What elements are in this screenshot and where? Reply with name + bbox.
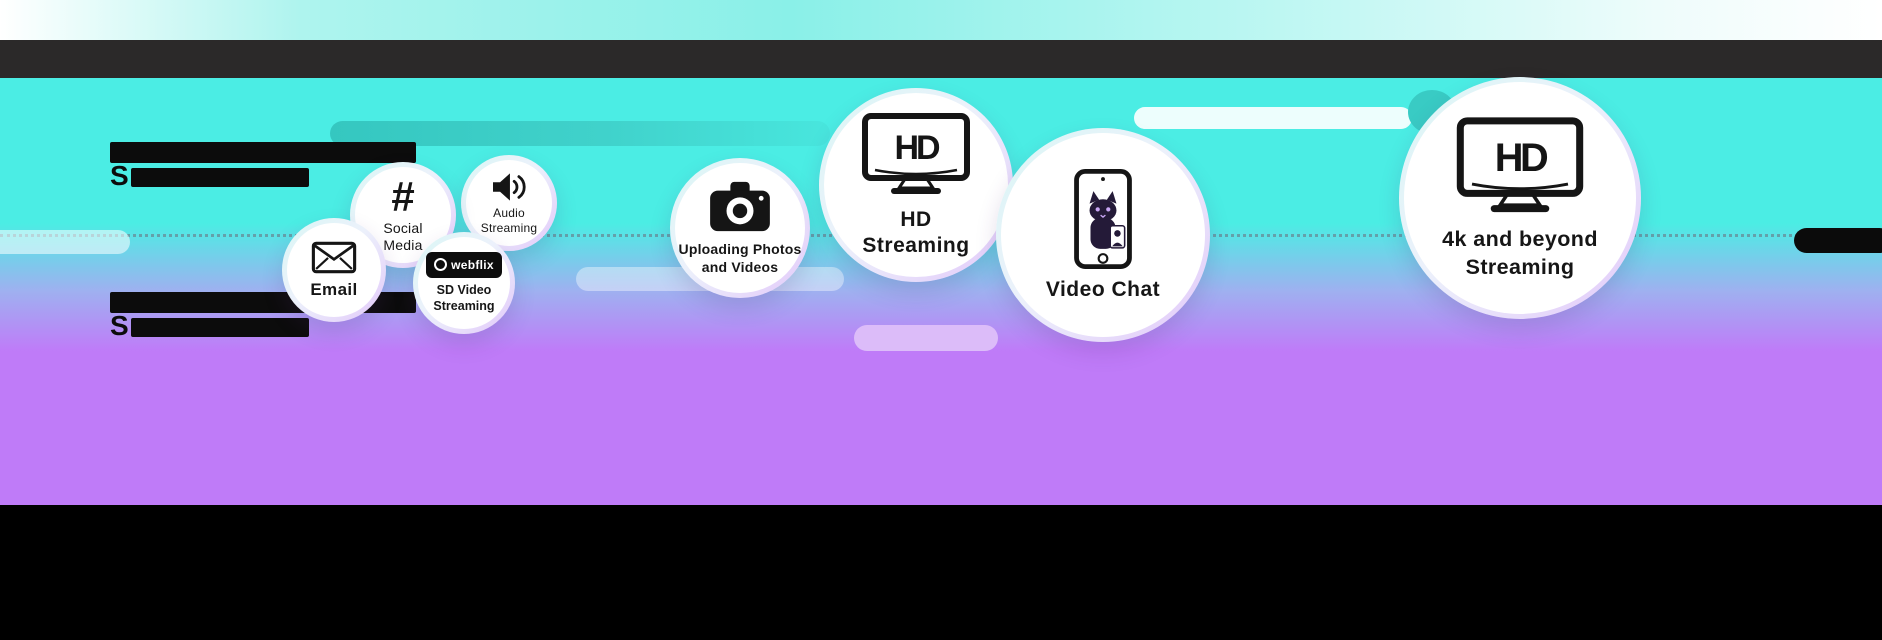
bubble-4k-streaming-inner: HD 4k and beyond Streaming	[1404, 82, 1636, 314]
bubble-label-line: Streaming	[862, 234, 970, 257]
tv-screen-text: HD	[894, 129, 940, 167]
bubble-label: Email	[310, 280, 357, 300]
bubble-label-line: HD	[900, 207, 932, 231]
bubble-label-line: Streaming	[480, 220, 538, 235]
left-caption-partial: S	[110, 160, 130, 191]
decor-pill-white-left	[0, 230, 130, 254]
redacted-caption-block-upper: S	[110, 142, 416, 191]
bubble-video-chat: Video Chat	[996, 128, 1210, 342]
bubble-email: Email	[282, 218, 386, 322]
bubble-uploading-inner: Uploading Photos and Videos	[675, 163, 805, 293]
footer-bar	[0, 505, 1882, 640]
bubble-label-line: SD Video	[436, 282, 492, 297]
redacted-text-row: S	[110, 310, 416, 341]
top-light-strip	[0, 0, 1882, 40]
bubble-sd-video-streaming: webflix SD Video Streaming	[413, 232, 515, 334]
bubble-video-chat-inner: Video Chat	[1001, 133, 1205, 337]
bubble-label-line: and Videos	[701, 259, 779, 275]
hashtag-icon: #	[391, 172, 415, 220]
bubble-hd-streaming: HD HD Streaming	[819, 88, 1013, 282]
bubble-sd-video-streaming-inner: webflix SD Video Streaming	[418, 237, 510, 329]
bubble-uploading-photos-videos: Uploading Photos and Videos	[670, 158, 810, 298]
bubble-label-line: Media	[383, 237, 423, 253]
decor-pill-black-right	[1794, 228, 1882, 253]
bubble-4k-streaming: HD 4k and beyond Streaming	[1399, 77, 1641, 319]
bubble-email-inner: Email	[287, 223, 381, 317]
envelope-icon	[311, 241, 357, 273]
redacted-text-row: S	[110, 160, 416, 191]
bubble-label: Video Chat	[1046, 278, 1160, 302]
decor-pill-lavender	[854, 325, 998, 351]
tv-screen-text: HD	[1495, 136, 1548, 180]
bubble-label: SD Video Streaming	[433, 283, 494, 314]
webflix-badge: webflix	[426, 251, 502, 278]
hashtag-glyph: #	[391, 172, 415, 220]
bubble-label-line: 4k and beyond	[1442, 226, 1598, 251]
bubble-label-line: Streaming	[1465, 254, 1575, 279]
phone-video-chat-icon	[1074, 168, 1132, 270]
bubble-label: Social Media	[383, 220, 422, 255]
pip-self-view	[1109, 224, 1126, 249]
bubble-label: Audio Streaming	[481, 206, 538, 236]
camera-icon	[710, 181, 770, 231]
redacted-text-bar	[131, 318, 310, 337]
bubble-label-line: Audio	[493, 205, 525, 220]
webflix-logo-text: webflix	[451, 257, 494, 272]
bubble-audio-streaming-inner: Audio Streaming	[466, 160, 552, 246]
bubble-label: 4k and beyond Streaming	[1442, 226, 1598, 282]
decor-pill-teal	[330, 121, 830, 146]
cat-on-screen	[1089, 191, 1117, 249]
bubble-label: Uploading Photos and Videos	[679, 240, 802, 276]
bubble-audio-streaming: Audio Streaming	[461, 155, 557, 251]
webflix-logo-dot	[434, 258, 448, 272]
left-caption-partial: S	[110, 310, 130, 341]
tv-hd-icon: HD	[1456, 116, 1584, 212]
bubble-hd-streaming-inner: HD HD Streaming	[824, 93, 1008, 277]
decor-pill-white-top-right	[1134, 107, 1412, 129]
tv-hd-icon: HD	[862, 112, 970, 194]
bubble-label-line: Streaming	[433, 298, 495, 313]
bubble-label-line: Video Chat	[1045, 278, 1161, 301]
redacted-text-bar	[131, 168, 310, 187]
bubble-label-line: Uploading Photos	[678, 240, 802, 257]
header-bar	[0, 40, 1882, 78]
redacted-text-bar	[110, 142, 416, 163]
bubble-label-line: Social	[383, 219, 423, 236]
bubble-label-line: Email	[310, 279, 358, 299]
bubble-label: HD Streaming	[862, 207, 969, 260]
speaker-icon	[493, 172, 526, 201]
